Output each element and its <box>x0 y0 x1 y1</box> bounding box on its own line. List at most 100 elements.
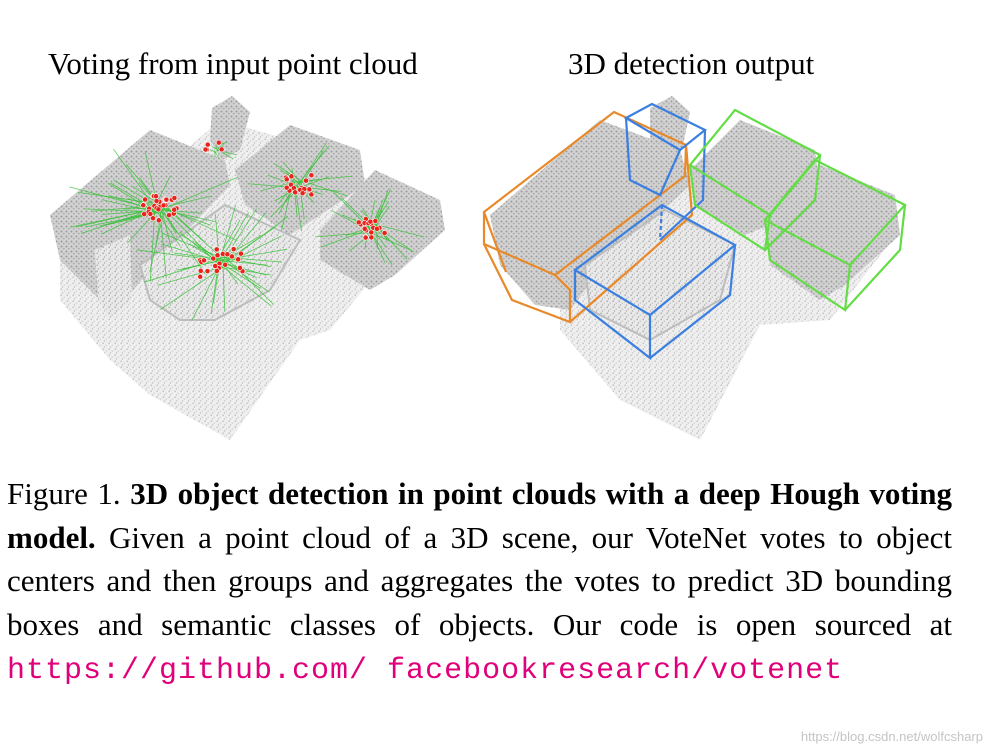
right-scene <box>482 96 907 440</box>
bounding-box-chair-right <box>763 158 907 312</box>
right-panel-title: 3D detection output <box>568 46 815 81</box>
left-panel-title: Voting from input point cloud <box>48 46 418 81</box>
vote-line <box>225 266 239 285</box>
vote-point <box>201 257 207 264</box>
vote-point <box>288 173 295 180</box>
table-right-cloud <box>583 208 737 342</box>
figure-caption: Figure 1. 3D object detection in point c… <box>7 472 952 694</box>
vote-line <box>222 259 226 312</box>
vote-line <box>214 151 221 159</box>
vote-point <box>374 225 380 232</box>
chair-right-right-cloud <box>765 165 900 300</box>
vote-point <box>303 177 309 184</box>
caption-label: Figure 1. <box>7 476 131 511</box>
vote-line <box>315 231 375 238</box>
vote-line <box>376 224 425 238</box>
vote-point <box>306 186 313 193</box>
point-cloud-figure <box>50 96 907 440</box>
vote-point <box>362 234 369 241</box>
vote-point <box>163 196 170 203</box>
vote-point <box>299 190 306 197</box>
vote-line <box>301 176 330 188</box>
vote-line <box>218 259 268 266</box>
vote-line <box>157 205 211 226</box>
vote-point <box>308 172 315 179</box>
vote-point <box>141 211 148 217</box>
vote-point <box>283 184 290 191</box>
vote-point <box>171 206 178 213</box>
vote-point <box>171 195 178 201</box>
vote-line <box>222 212 249 258</box>
vote-line <box>267 174 302 188</box>
vote-point <box>238 250 244 257</box>
bounding-box-sofa <box>482 110 694 324</box>
vote-line <box>176 259 225 271</box>
vote-line <box>143 257 222 283</box>
bounding-box-lamp <box>623 102 708 241</box>
bounding-box-table <box>573 203 737 361</box>
vote-point <box>368 234 375 241</box>
vote-points <box>140 139 388 280</box>
vote-line <box>212 146 234 160</box>
vote-point <box>147 211 154 217</box>
vote-point <box>230 246 237 253</box>
vote-point <box>283 176 290 183</box>
vote-point <box>153 193 159 200</box>
vote-point <box>222 261 229 268</box>
vote-point <box>381 230 388 236</box>
vote-point <box>367 218 374 225</box>
vote-point <box>213 268 220 274</box>
vote-line <box>161 210 173 254</box>
vote-line <box>161 243 219 262</box>
vote-line <box>160 265 225 310</box>
left-scene <box>50 96 445 440</box>
vote-point <box>204 141 211 148</box>
vote-line <box>282 161 302 184</box>
vote-line <box>156 175 171 204</box>
caption-body: Given a point cloud of a 3D scene, our V… <box>7 519 952 642</box>
vote-point <box>197 267 204 274</box>
vote-line <box>296 145 330 186</box>
vote-point <box>140 202 147 209</box>
vote-point <box>204 268 211 275</box>
vote-point <box>228 253 235 260</box>
vote-point <box>218 146 225 153</box>
vote-point <box>368 229 375 236</box>
vote-line <box>220 258 270 293</box>
caption-bold-title: 3D object detection in point clouds with… <box>7 476 952 555</box>
sofa-right-cloud <box>490 120 690 310</box>
vote-line <box>154 208 181 247</box>
vote-point <box>308 191 315 198</box>
vote-line <box>180 234 219 259</box>
vote-line <box>222 266 272 307</box>
code-link[interactable]: https://github.com/ facebookresearch/vot… <box>7 654 844 688</box>
vote-point <box>212 263 219 269</box>
vote-point <box>372 218 379 224</box>
vote-point <box>214 252 221 259</box>
vote-point <box>150 215 156 222</box>
vote-point <box>166 212 172 219</box>
vote-line <box>113 148 158 212</box>
vote-line <box>162 176 238 210</box>
sofa-left-arm <box>95 235 132 318</box>
vote-point <box>160 202 167 209</box>
vote-line <box>77 191 164 205</box>
vote-point <box>202 146 209 153</box>
vote-point <box>236 264 243 271</box>
vote-line <box>348 231 374 252</box>
watermark: https://blog.csdn.net/wolfcsharp <box>800 729 983 744</box>
vote-point <box>292 189 299 196</box>
vote-line <box>155 203 238 242</box>
vote-point <box>235 256 242 263</box>
vote-line <box>69 186 162 212</box>
vote-point <box>224 251 231 258</box>
vote-line <box>373 205 390 229</box>
vote-point <box>361 225 368 232</box>
vote-point <box>215 139 222 146</box>
vote-point <box>355 219 362 226</box>
vote-point <box>142 196 148 203</box>
vote-point <box>210 255 217 262</box>
vote-point <box>155 206 162 213</box>
chair-right-left-cloud <box>320 170 445 290</box>
vote-point <box>213 246 220 253</box>
